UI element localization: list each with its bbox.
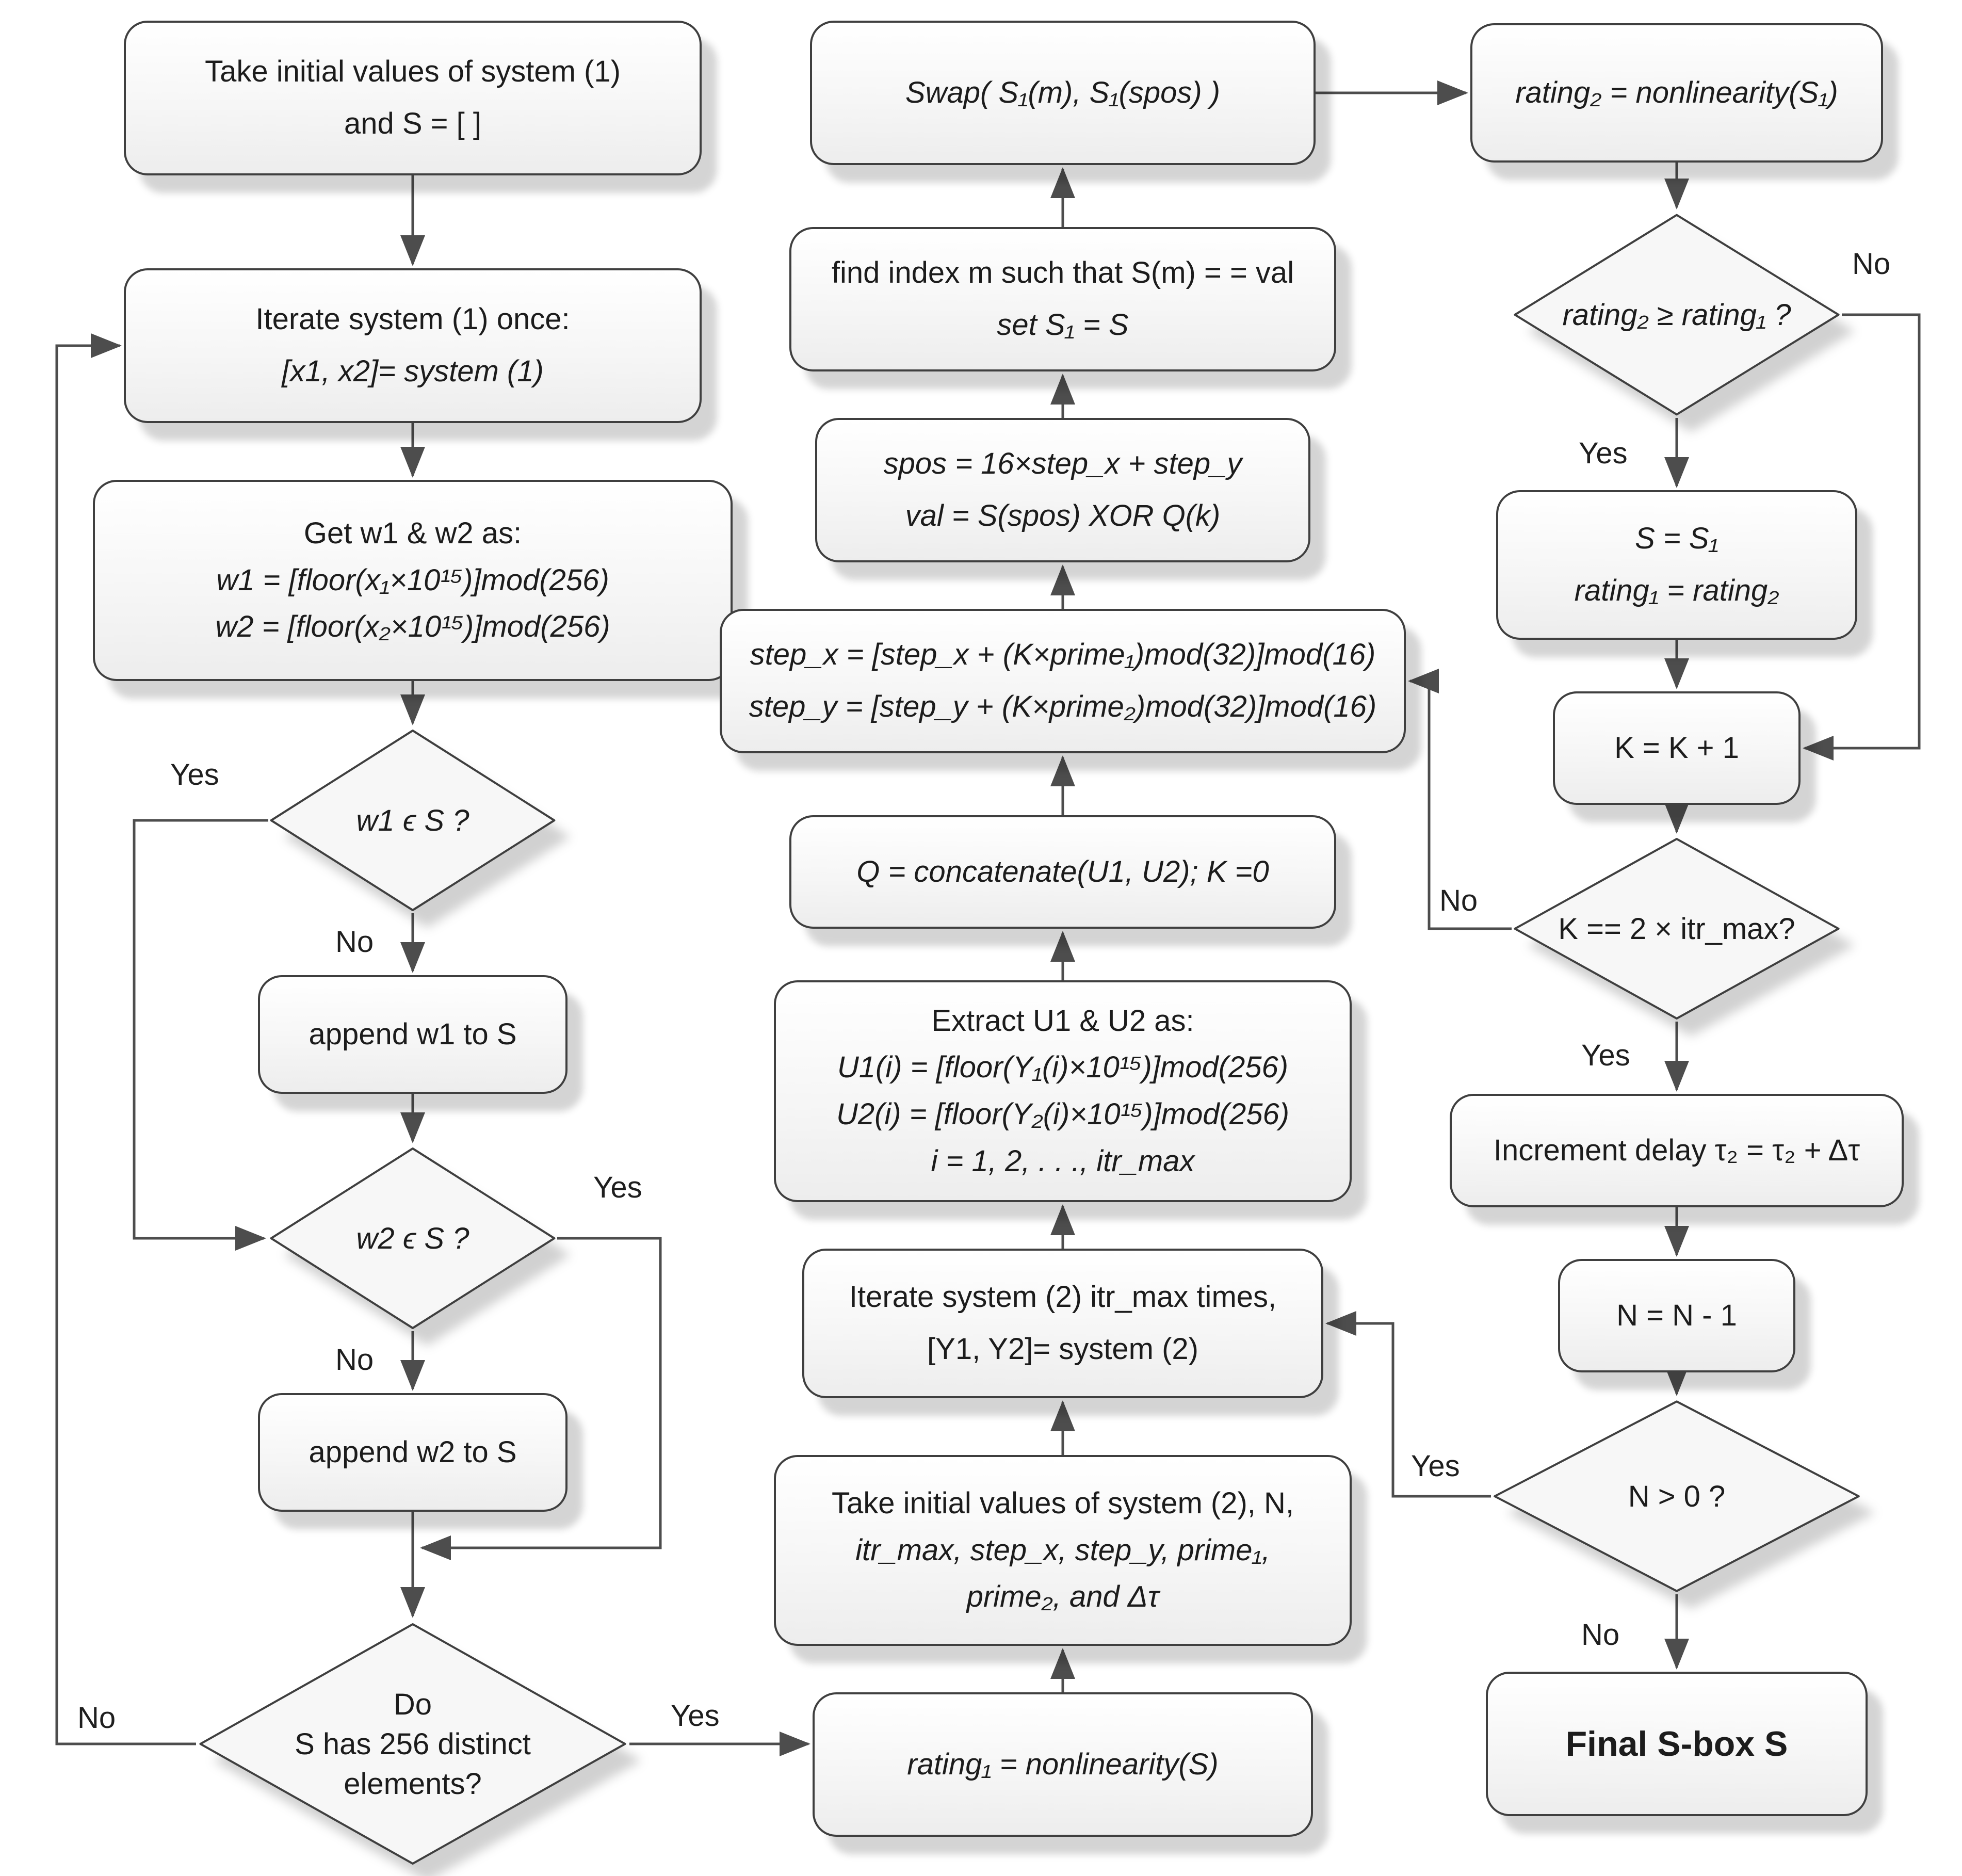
node-take-initial-system-1: Take initial values of system (1) and S … (124, 21, 702, 175)
edge-label-s256-no: No (77, 1701, 116, 1735)
edge-label-k-no: No (1439, 884, 1478, 917)
decision-shape (196, 1620, 629, 1868)
node-line: and S = [ ] (344, 107, 481, 140)
node-s-equals-s1: S = S₁ rating₁ = rating₂ (1496, 490, 1857, 640)
node-line: set S₁ = S (997, 308, 1129, 342)
node-line: K = K + 1 (1614, 731, 1739, 765)
node-line: U1(i) = [floor(Y₁(i)×10¹⁵)]mod(256) (837, 1050, 1289, 1085)
node-line: rating₂ ≥ rating₁ ? (1562, 298, 1791, 332)
node-line: U2(i) = [floor(Y₂(i)×10¹⁵)]mod(256) (836, 1097, 1290, 1131)
node-line: elements? (344, 1767, 482, 1801)
node-line: prime₂, and Δτ (966, 1580, 1159, 1614)
node-line: Final S-box S (1565, 1724, 1788, 1764)
edge-label-n-yes: Yes (1411, 1449, 1460, 1483)
node-n-decrement: N = N - 1 (1558, 1259, 1795, 1372)
node-line: append w2 to S (309, 1435, 517, 1469)
decision-shape (1491, 1398, 1862, 1594)
node-get-w1-w2: Get w1 & w2 as: w1 = [floor(x₁×10¹⁵)]mod… (93, 480, 733, 681)
decision-k-equals-2-itrmax: K == 2 × itr_max? (1512, 836, 1842, 1022)
node-line: rating₁ = nonlinearity(S) (907, 1747, 1219, 1781)
node-line: [Y1, Y2]= system (2) (927, 1332, 1198, 1366)
edge-label-k-yes: Yes (1581, 1039, 1630, 1072)
node-line: N > 0 ? (1628, 1479, 1726, 1513)
decision-shape (1512, 836, 1842, 1022)
node-append-w2: append w2 to S (258, 1393, 567, 1512)
node-line: Extract U1 & U2 as: (931, 1004, 1194, 1038)
edge-dn-yes-loop (1325, 1311, 1491, 1498)
node-final-s-box: Final S-box S (1486, 1672, 1868, 1816)
node-rating1-nonlinearity: rating₁ = nonlinearity(S) (813, 1692, 1313, 1837)
decision-rating2-ge-rating1: rating₂ ≥ rating₁ ? (1512, 212, 1842, 418)
node-line: Swap( S₁(m), S₁(spos) ) (905, 75, 1221, 109)
node-k-increment: K = K + 1 (1553, 691, 1801, 805)
decision-n-greater-0: N > 0 ? (1491, 1398, 1862, 1594)
node-line: w2 ϵ S ? (356, 1221, 469, 1255)
edge-label-w1-yes: Yes (170, 758, 219, 791)
node-line: Iterate system (1) once: (255, 302, 570, 336)
node-q-concatenate: Q = concatenate(U1, U2); K =0 (789, 815, 1336, 929)
decision-w1-in-s: w1 ϵ S ? (268, 727, 557, 913)
edge-label-w1-no: No (335, 925, 374, 959)
node-line: spos = 16×step_x + step_y (883, 447, 1242, 481)
node-line: rating₁ = rating₂ (1574, 574, 1779, 607)
node-line: val = S(spos) XOR Q(k) (905, 499, 1221, 532)
decision-w2-in-s: w2 ϵ S ? (268, 1145, 557, 1331)
node-line: Get w1 & w2 as: (303, 516, 522, 550)
edge-label-rating-no: No (1852, 247, 1891, 281)
node-increment-delay: Increment delay τ₂ = τ₂ + Δτ (1450, 1094, 1904, 1207)
edge-label-w2-no: No (335, 1343, 374, 1377)
edge-label-w2-yes: Yes (593, 1171, 642, 1204)
decision-shape (1512, 212, 1842, 418)
node-line: Do (393, 1687, 432, 1721)
node-line: i = 1, 2, . . ., itr_max (931, 1144, 1195, 1178)
node-line: w2 = [floor(x₂×10¹⁵)]mod(256) (215, 610, 610, 644)
node-line: S has 256 distinct (295, 1727, 531, 1761)
node-append-w1: append w1 to S (258, 975, 567, 1094)
node-find-index-m: find index m such that S(m) = = val set … (789, 227, 1336, 371)
decision-shape (268, 727, 557, 913)
node-line: Take initial values of system (2), N, (831, 1486, 1294, 1520)
node-line: Increment delay τ₂ = τ₂ + Δτ (1493, 1133, 1860, 1167)
node-line: find index m such that S(m) = = val (831, 256, 1294, 290)
node-line: Q = concatenate(U1, U2); K =0 (856, 854, 1269, 888)
node-swap: Swap( S₁(m), S₁(spos) ) (810, 21, 1316, 165)
node-line: Take initial values of system (1) (205, 55, 621, 89)
node-line: itr_max, step_x, step_y, prime₁, (855, 1533, 1270, 1567)
decision-shape (268, 1145, 557, 1331)
node-rating2-nonlinearity: rating₂ = nonlinearity(S₁) (1470, 23, 1883, 163)
edge-label-rating-yes: Yes (1579, 436, 1628, 470)
node-line: step_x = [step_x + (K×prime₁)mod(32)]mod… (750, 638, 1376, 672)
node-line: step_y = [step_y + (K×prime₂)mod(32)]mod… (749, 690, 1377, 723)
node-line: [x1, x2]= system (1) (282, 354, 544, 388)
node-line: w1 ϵ S ? (356, 803, 469, 837)
edge-label-n-no: No (1581, 1618, 1620, 1652)
node-line: append w1 to S (309, 1017, 517, 1051)
node-step-x-y-update: step_x = [step_x + (K×prime₁)mod(32)]mod… (720, 609, 1406, 753)
node-line: Iterate system (2) itr_max times, (849, 1280, 1277, 1314)
edge-dw1-yes (133, 819, 268, 1251)
node-line: K == 2 × itr_max? (1558, 912, 1795, 946)
node-extract-u1-u2: Extract U1 & U2 as: U1(i) = [floor(Y₁(i)… (774, 980, 1352, 1202)
node-spos-val: spos = 16×step_x + step_y val = S(spos) … (815, 418, 1310, 562)
node-line: S = S₁ (1635, 522, 1718, 556)
node-line: rating₂ = nonlinearity(S₁) (1515, 75, 1838, 109)
node-iterate-system-1: Iterate system (1) once: [x1, x2]= syste… (124, 268, 702, 423)
node-iterate-system-2: Iterate system (2) itr_max times, [Y1, Y… (802, 1249, 1323, 1398)
node-line: N = N - 1 (1616, 1298, 1737, 1332)
decision-s-256-distinct: Do S has 256 distinct elements? (196, 1620, 629, 1868)
edge-label-s256-yes: Yes (671, 1699, 720, 1733)
node-line: w1 = [floor(x₁×10¹⁵)]mod(256) (216, 563, 609, 597)
node-take-initial-system-2: Take initial values of system (2), N, it… (774, 1455, 1352, 1646)
